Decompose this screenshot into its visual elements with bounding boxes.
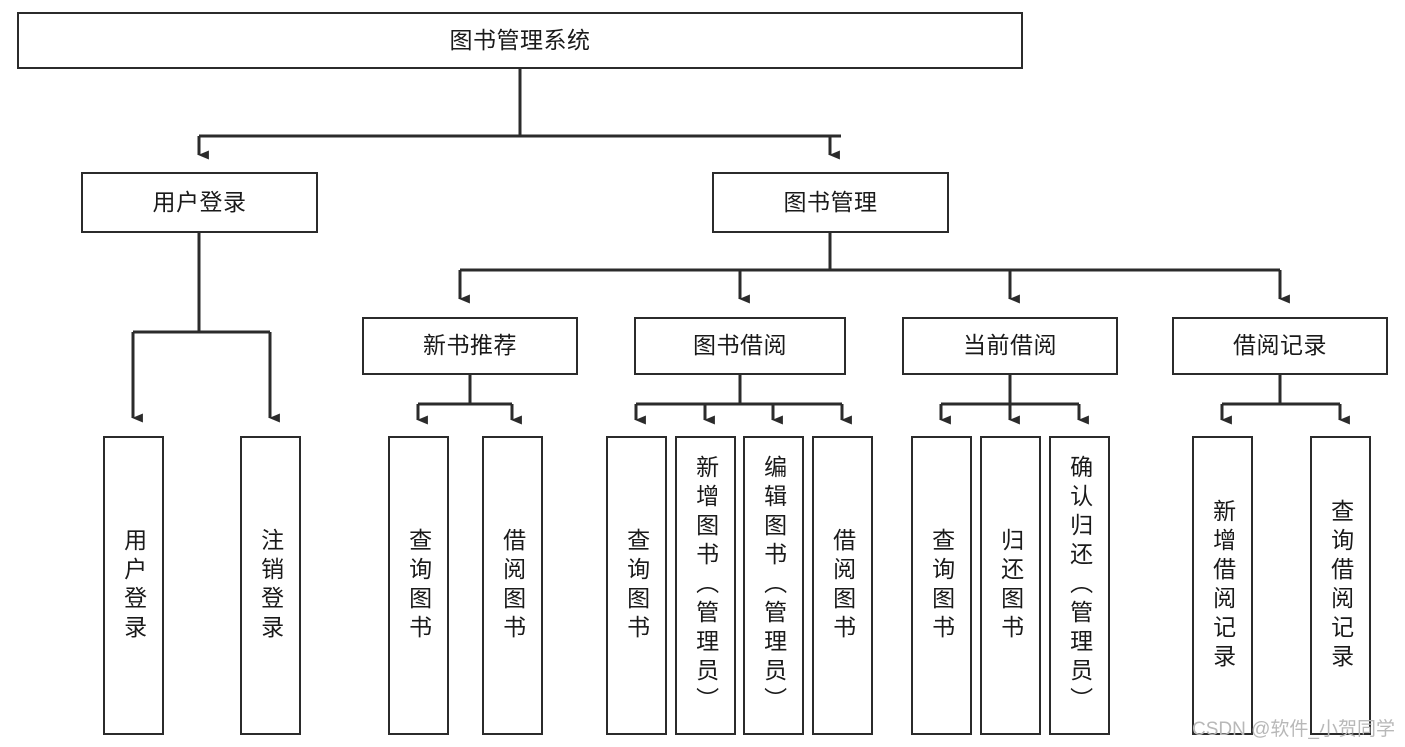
node-label: 归还图书 — [997, 527, 1024, 644]
node-label: 图书管理 — [783, 188, 878, 215]
node-leaf-query-book-3[interactable]: 查询图书 — [911, 436, 972, 735]
node-label: 借阅图书 — [499, 527, 526, 644]
connector-group-book-borrow — [634, 375, 852, 425]
node-label: 确认归还（管理员） — [1066, 455, 1093, 716]
connector-group-user-login — [131, 233, 280, 423]
node-label: 新增借阅记录 — [1209, 498, 1236, 673]
connector-group-borrow-record — [1220, 375, 1350, 425]
node-leaf-query-record[interactable]: 查询借阅记录 — [1310, 436, 1371, 735]
node-book-borrow[interactable]: 图书借阅 — [634, 317, 846, 375]
node-current-borrow[interactable]: 当前借阅 — [902, 317, 1118, 375]
node-leaf-borrow-book-2[interactable]: 借阅图书 — [812, 436, 873, 735]
node-leaf-query-book-1[interactable]: 查询图书 — [388, 436, 449, 735]
node-root-system[interactable]: 图书管理系统 — [17, 12, 1023, 69]
node-leaf-borrow-book-1[interactable]: 借阅图书 — [482, 436, 543, 735]
node-leaf-add-book[interactable]: 新增图书（管理员） — [675, 436, 736, 735]
node-leaf-query-book-2[interactable]: 查询图书 — [606, 436, 667, 735]
node-label: 当前借阅 — [963, 332, 1057, 359]
node-leaf-add-record[interactable]: 新增借阅记录 — [1192, 436, 1253, 735]
node-label: 用户登录 — [120, 527, 147, 644]
node-label: 图书借阅 — [693, 332, 787, 359]
connector-group-book-manage — [458, 233, 1290, 304]
connector-group-current-borrow — [939, 375, 1089, 425]
node-label: 查询图书 — [623, 527, 650, 644]
connector-group-new-book-recommend — [416, 375, 522, 425]
node-label: 图书管理系统 — [449, 26, 591, 53]
node-label: 查询借阅记录 — [1327, 498, 1354, 673]
node-label: 借阅记录 — [1233, 332, 1327, 359]
node-leaf-edit-book[interactable]: 编辑图书（管理员） — [743, 436, 804, 735]
node-leaf-user-login[interactable]: 用户登录 — [103, 436, 164, 735]
node-label: 注销登录 — [257, 527, 284, 644]
node-user-login[interactable]: 用户登录 — [81, 172, 318, 233]
node-label: 新增图书（管理员） — [692, 455, 719, 716]
node-borrow-record[interactable]: 借阅记录 — [1172, 317, 1388, 375]
node-label: 查询图书 — [405, 527, 432, 644]
node-label: 查询图书 — [928, 527, 955, 644]
node-leaf-logout[interactable]: 注销登录 — [240, 436, 301, 735]
connector-group-root — [197, 69, 841, 160]
node-new-book-recommend[interactable]: 新书推荐 — [362, 317, 578, 375]
node-leaf-return-book[interactable]: 归还图书 — [980, 436, 1041, 735]
node-label: 借阅图书 — [829, 527, 856, 644]
node-label: 编辑图书（管理员） — [760, 455, 787, 716]
node-book-manage[interactable]: 图书管理 — [712, 172, 949, 233]
node-label: 用户登录 — [152, 188, 247, 215]
node-label: 新书推荐 — [423, 332, 517, 359]
node-leaf-confirm-return[interactable]: 确认归还（管理员） — [1049, 436, 1110, 735]
